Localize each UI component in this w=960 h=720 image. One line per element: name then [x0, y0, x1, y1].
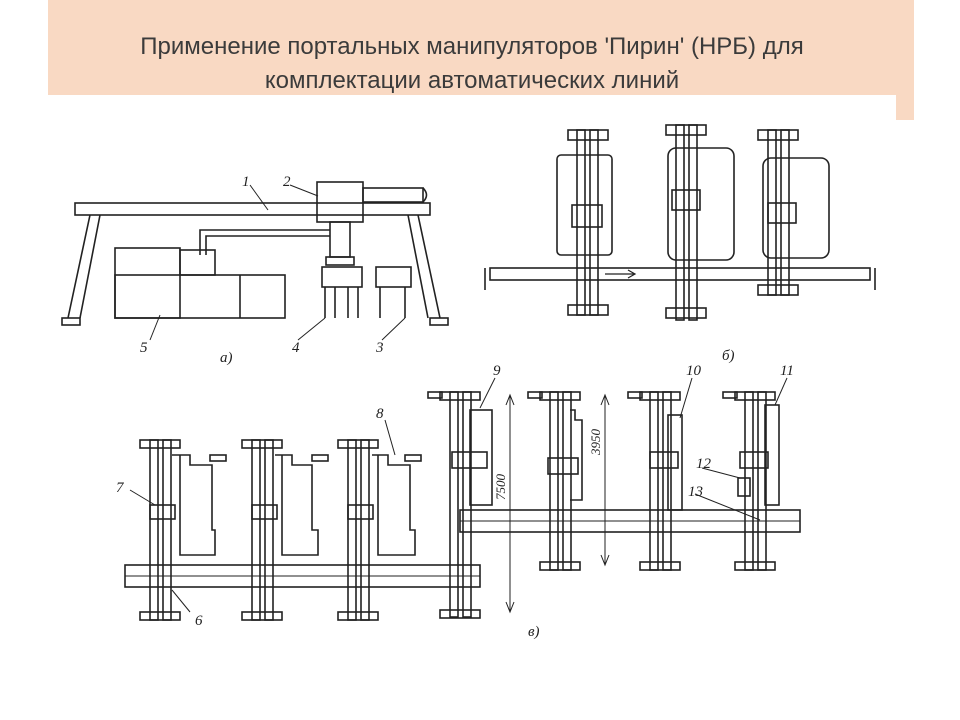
gantry-beam	[74, 202, 431, 216]
subfigure-a-label: а)	[220, 350, 233, 366]
callout-4: 4	[292, 340, 300, 356]
title-accent-bar	[896, 0, 914, 120]
upper-manipulator-11	[722, 391, 780, 571]
slide-title: Применение портальных манипуляторов 'Пир…	[48, 30, 896, 98]
carriage	[316, 181, 364, 223]
dimension-7500	[505, 393, 515, 614]
dimension-3950-label: 3950	[588, 429, 603, 457]
supply-pipe	[199, 229, 330, 255]
callout-1: 1	[242, 174, 250, 190]
dimension-3950	[600, 393, 610, 567]
workpiece-store-3	[375, 266, 412, 288]
upper-manipulator-2	[527, 391, 583, 571]
machine-b2	[667, 147, 735, 261]
upper-manipulator-10	[627, 391, 683, 571]
gripper	[325, 256, 355, 266]
callout-9: 9	[493, 363, 501, 379]
lower-manipulator-2	[241, 439, 329, 621]
figure-a-gantry	[61, 181, 449, 341]
machine-b3	[762, 157, 830, 259]
callout-10: 10	[686, 363, 702, 379]
right-foot	[429, 317, 449, 326]
callout-11: 11	[780, 363, 794, 379]
title-banner	[48, 0, 896, 95]
transport-line	[489, 267, 871, 281]
gantry-left-leg	[67, 214, 101, 319]
workpiece-store-4	[321, 266, 363, 288]
slide-title-line-1: Применение портальных манипуляторов 'Пир…	[140, 33, 804, 60]
callout-5: 5	[140, 340, 148, 356]
callout-7: 7	[116, 480, 125, 496]
figure-c-line-layout	[124, 377, 801, 621]
upper-manipulator-9	[427, 391, 493, 619]
lower-manipulator-1	[139, 439, 227, 621]
callout-2: 2	[283, 174, 291, 190]
lower-manipulator-3	[337, 439, 422, 621]
callout-6: 6	[195, 613, 203, 629]
machine-tool-body	[114, 247, 181, 319]
machine-b1	[556, 154, 613, 256]
vertical-arm	[329, 221, 351, 258]
figure-b-top-view	[484, 124, 876, 321]
callout-3: 3	[375, 340, 384, 356]
callout-8: 8	[376, 406, 384, 422]
carriage-cable-duct	[362, 187, 424, 203]
callout-12: 12	[696, 456, 712, 472]
subfigure-b-label: б)	[722, 348, 735, 364]
machine-bed	[114, 274, 286, 319]
machine-spindle	[179, 249, 216, 276]
subfigure-c-label: в)	[528, 624, 540, 640]
gantry-right-leg	[407, 214, 441, 319]
dimension-7500-label: 7500	[493, 474, 508, 501]
cable-bend	[422, 187, 428, 203]
left-foot	[61, 317, 81, 326]
callout-13: 13	[688, 484, 703, 500]
slide-title-line-2: комплектации автоматических линий	[264, 67, 680, 94]
